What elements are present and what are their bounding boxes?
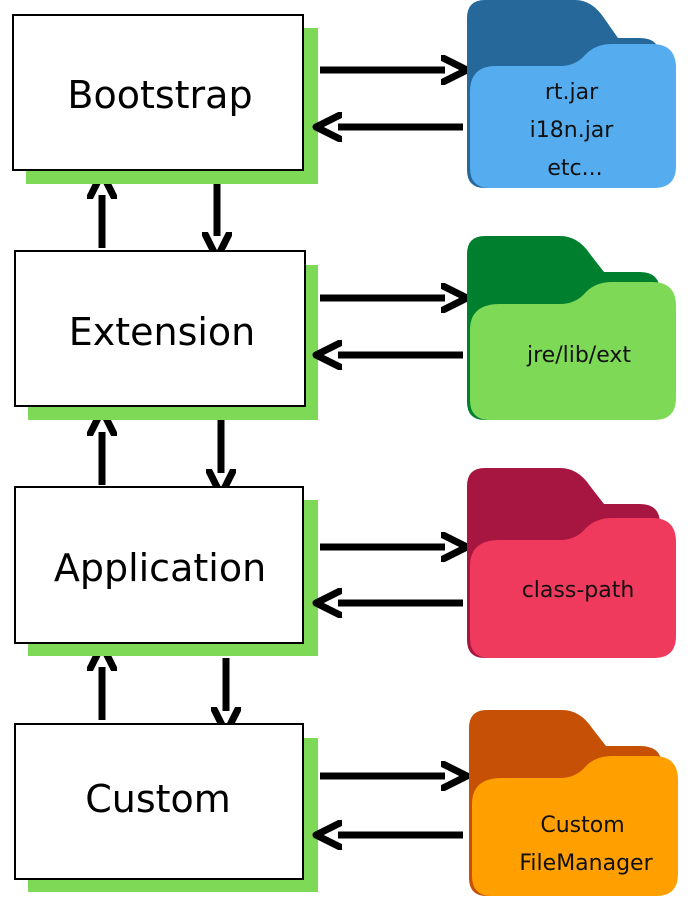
loader-box [14, 250, 306, 407]
folder-line: class-path [522, 578, 635, 603]
folder-line: rt.jar [545, 80, 599, 105]
loader-label-extension: Extension [69, 310, 256, 354]
folder-text: rt.jar i18n.jar etc... [530, 80, 621, 181]
loader-box [14, 723, 304, 880]
folder-line: Custom [540, 813, 624, 838]
loader-box [14, 486, 304, 644]
loader-row-bootstrap: Bootstrap rt.jar i18n.jar etc... [12, 0, 676, 188]
loader-row-application: Application class-path [14, 468, 676, 658]
delegation-arrows [102, 183, 226, 720]
folder-icon [467, 0, 676, 188]
folder-icon [469, 710, 678, 896]
folder-line: FileManager [519, 851, 653, 876]
folder-icon [467, 468, 676, 658]
folder-text: jre/lib/ext [526, 343, 631, 368]
loader-row-custom: Custom Custom FileManager [14, 710, 678, 896]
loader-label-custom: Custom [85, 777, 231, 821]
folder-icon [467, 236, 676, 420]
folder-line: i18n.jar [530, 118, 615, 143]
folder-text: class-path [522, 578, 635, 603]
loader-label-bootstrap: Bootstrap [67, 73, 252, 117]
folder-line: etc... [547, 156, 602, 181]
loader-row-extension: Extension jre/lib/ext [14, 236, 676, 420]
folder-text: Custom FileManager [519, 813, 653, 876]
folder-line: jre/lib/ext [526, 343, 631, 368]
loader-box [12, 14, 304, 171]
loader-label-application: Application [54, 546, 266, 590]
